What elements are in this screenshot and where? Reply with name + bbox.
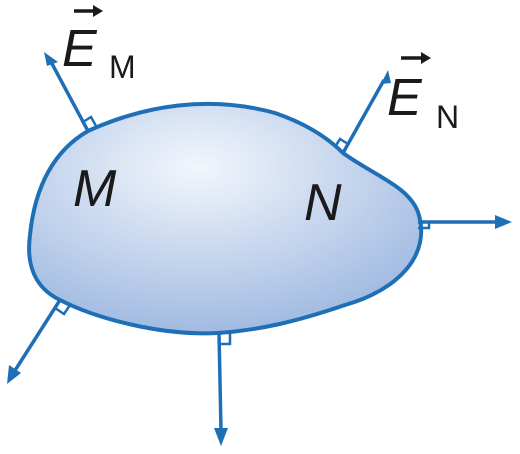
right-angle-marker-icon <box>82 115 98 127</box>
arrow-icon <box>48 59 90 132</box>
right-angle-marker-icon <box>418 222 431 230</box>
vector-e-n-subscript: N <box>436 99 459 135</box>
closed-surface <box>27 101 424 336</box>
arrow-icon <box>12 299 62 373</box>
point-m-label: M <box>73 160 117 218</box>
right-angle-marker-icon <box>333 137 349 148</box>
normal-arrow-bottom-left <box>7 299 72 384</box>
arrow-icon <box>341 79 386 154</box>
right-angle-marker-icon <box>219 333 232 346</box>
arrowhead-icon <box>381 70 391 84</box>
normal-arrow-n <box>333 70 391 154</box>
vector-e-m-letter: E <box>62 20 98 78</box>
vector-e-n-letter: E <box>387 69 423 127</box>
arrowhead-icon <box>44 52 58 66</box>
arrowhead-icon <box>214 428 228 446</box>
normal-arrow-right <box>418 215 512 230</box>
vector-e-m-subscript: M <box>109 49 136 85</box>
arrowhead-icon <box>7 365 21 384</box>
point-n-label: N <box>304 174 342 232</box>
arrow-icon <box>217 332 223 431</box>
vector-label-e-n: E N <box>387 52 459 135</box>
right-angle-marker-icon <box>54 304 72 316</box>
normal-arrow-bottom <box>214 332 232 446</box>
vector-overarrow-icon <box>401 52 431 64</box>
vector-label-e-m: E M <box>62 5 136 85</box>
arrowhead-icon <box>495 215 512 229</box>
vector-overarrow-icon <box>74 5 103 17</box>
normal-arrow-m <box>44 52 98 132</box>
